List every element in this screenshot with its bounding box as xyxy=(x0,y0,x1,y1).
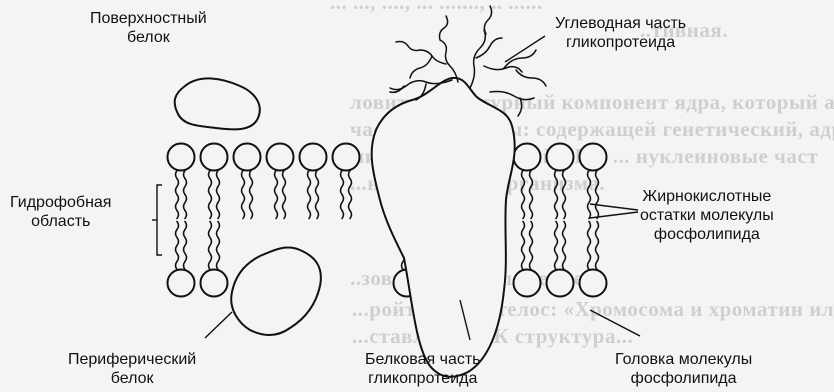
fatty-acid-tail xyxy=(588,222,591,270)
fatty-acid-tail xyxy=(341,171,344,219)
fatty-acid-tail xyxy=(522,222,525,270)
pointer-fatty-1 xyxy=(590,204,638,210)
label-glyco-protein: Белковая часть гликопротеида xyxy=(365,350,481,388)
surface-protein xyxy=(175,78,260,129)
fatty-acid-tail xyxy=(184,171,187,219)
phospholipid-head xyxy=(300,144,327,171)
label-phospholipid-head: Головка молекулы фосфолипида xyxy=(615,350,752,388)
fatty-acid-tail xyxy=(563,171,566,219)
fatty-acid-tail xyxy=(588,171,591,219)
phospholipid-head xyxy=(201,144,228,171)
fatty-acid-tail xyxy=(242,171,245,219)
pointer-head xyxy=(590,310,640,336)
fatty-acid-tail xyxy=(176,222,179,270)
pointer-peripheral xyxy=(205,312,232,338)
fatty-acid-tail xyxy=(596,222,599,270)
phospholipid-head xyxy=(580,270,607,297)
fatty-acid-tail xyxy=(209,171,212,219)
fatty-acid-tail xyxy=(563,222,566,270)
phospholipid-head xyxy=(234,144,261,171)
fatty-acid-tail xyxy=(555,171,558,219)
hydrophobic-bracket xyxy=(157,185,162,255)
phospholipid-head xyxy=(547,270,574,297)
fatty-acid-tail xyxy=(530,222,533,270)
phospholipid-head xyxy=(168,270,195,297)
phospholipid-head xyxy=(514,144,541,171)
phospholipid-head xyxy=(201,270,228,297)
fatty-acid-tail xyxy=(530,171,533,219)
fatty-acid-tail xyxy=(184,222,187,270)
fatty-acid-tail xyxy=(522,171,525,219)
label-fatty-acid: Жирнокислотные остатки молекулы фосфолип… xyxy=(640,187,774,244)
phospholipid-head xyxy=(267,144,294,171)
phospholipid-head xyxy=(580,144,607,171)
fatty-acid-tail xyxy=(176,171,179,219)
fatty-acid-tail xyxy=(349,171,352,219)
phospholipid-head xyxy=(514,270,541,297)
fatty-acid-tail xyxy=(596,171,599,219)
glycoprotein-protein-part xyxy=(372,78,515,377)
label-hydrophobic-region: Гидрофобная область xyxy=(10,193,111,231)
label-surface-protein: Поверхностный белок xyxy=(90,9,207,47)
fatty-acid-tail xyxy=(283,171,286,219)
fatty-acid-tail xyxy=(217,171,220,219)
fatty-acid-tail xyxy=(555,222,558,270)
pointer-fatty-2 xyxy=(590,212,638,218)
fatty-acid-tail xyxy=(316,171,319,219)
label-peripheral-protein: Периферический белок xyxy=(68,350,196,388)
phospholipid-head xyxy=(547,144,574,171)
fatty-acid-tail xyxy=(275,171,278,219)
fatty-acid-tail xyxy=(209,222,212,270)
fatty-acid-tail xyxy=(308,171,311,219)
fatty-acid-tail xyxy=(250,171,253,219)
phospholipid-head xyxy=(333,144,360,171)
label-glyco-carbohydrate: Углеводная часть гликопротеида xyxy=(555,14,686,52)
peripheral-protein xyxy=(231,248,321,335)
fatty-acid-tail xyxy=(217,222,220,270)
phospholipid-head xyxy=(168,144,195,171)
